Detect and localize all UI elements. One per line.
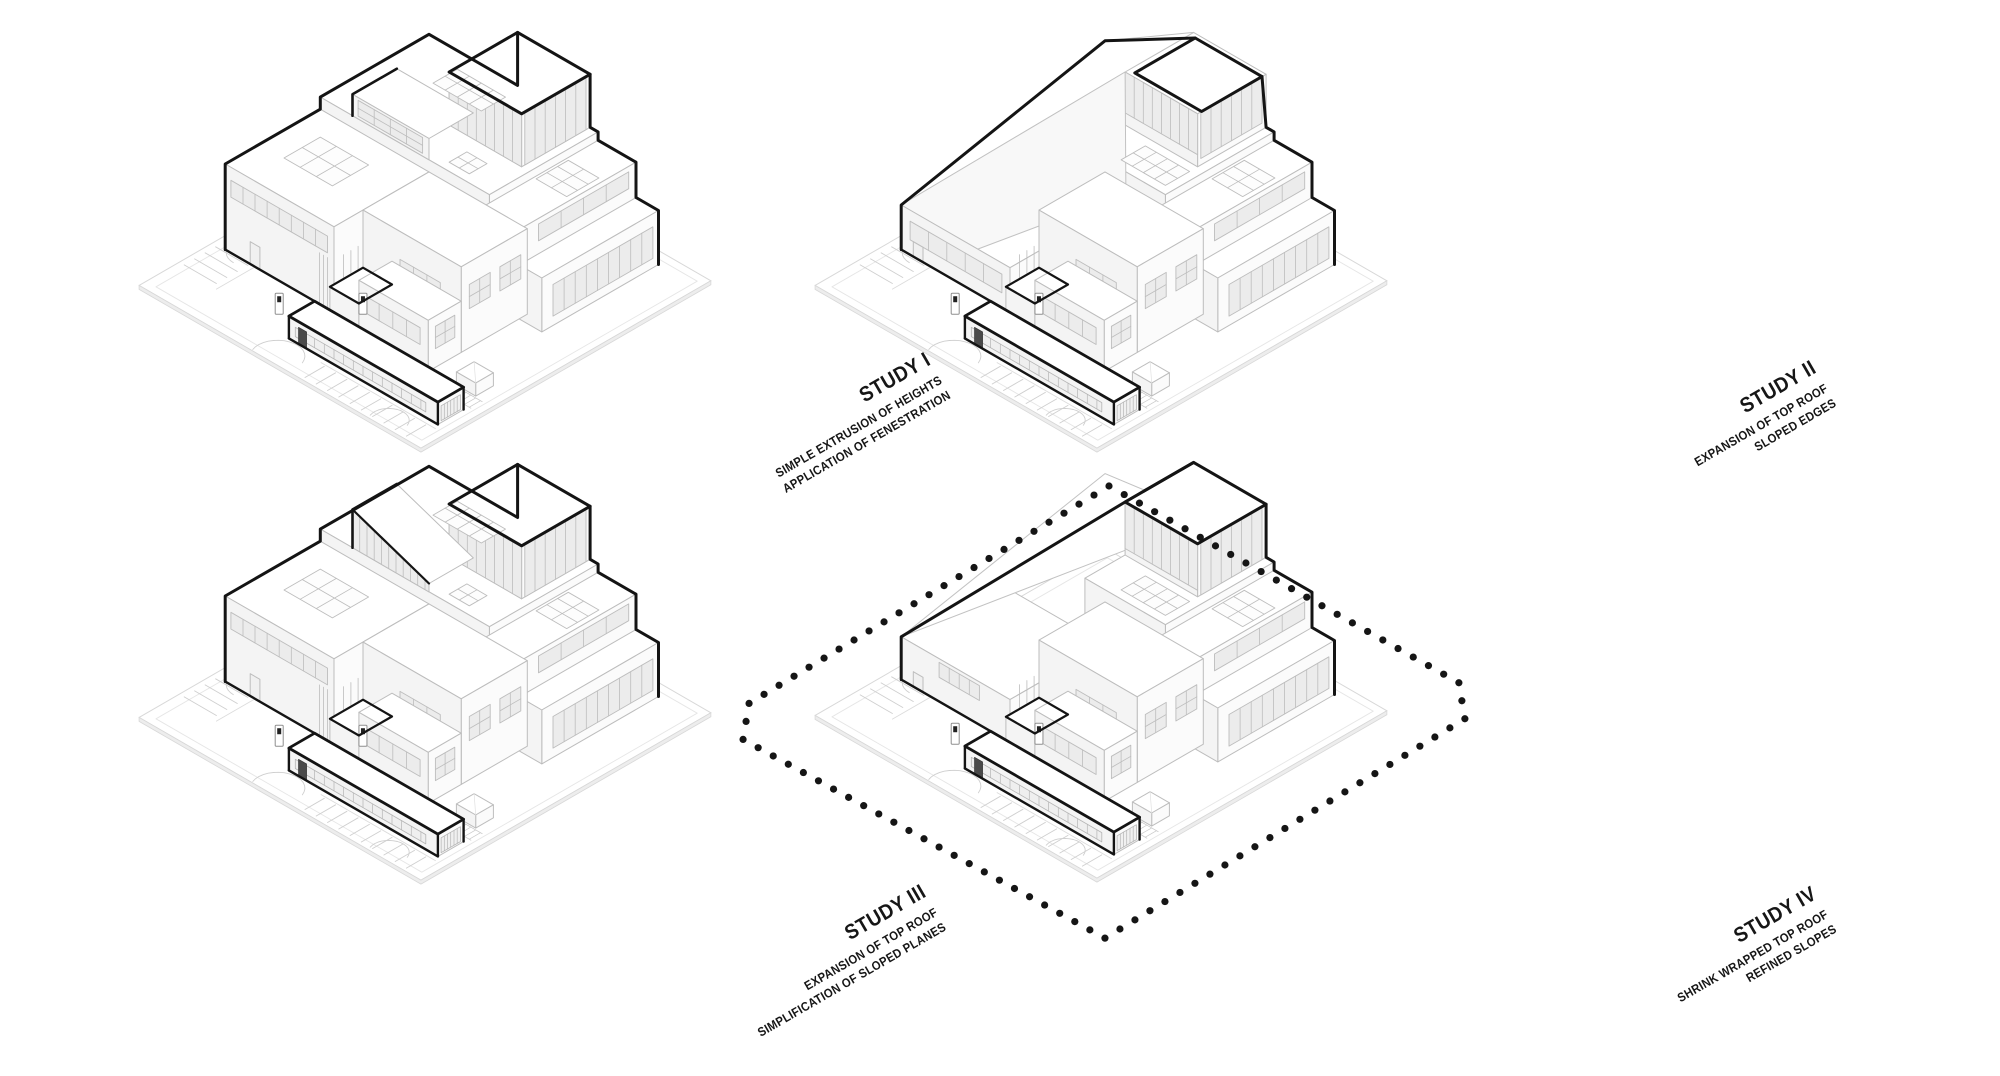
bold-silhouette [899, 36, 1336, 426]
bold-silhouette [899, 460, 1336, 856]
strip-building [288, 732, 465, 857]
study-3-drawing [138, 462, 712, 885]
bold-silhouette [223, 30, 660, 426]
study-1-drawing [138, 30, 712, 453]
building-massing [224, 31, 659, 397]
bold-silhouette [223, 462, 660, 858]
study-2-drawing [814, 31, 1388, 453]
building-massing [900, 461, 1335, 827]
site-boundary-dotted [739, 482, 1469, 942]
sign-totems [274, 724, 368, 747]
building-massing [224, 463, 659, 829]
study-4-drawing [739, 460, 1469, 942]
strip-building [964, 300, 1141, 425]
strip-building [288, 300, 465, 425]
sign-totems [950, 292, 1044, 315]
